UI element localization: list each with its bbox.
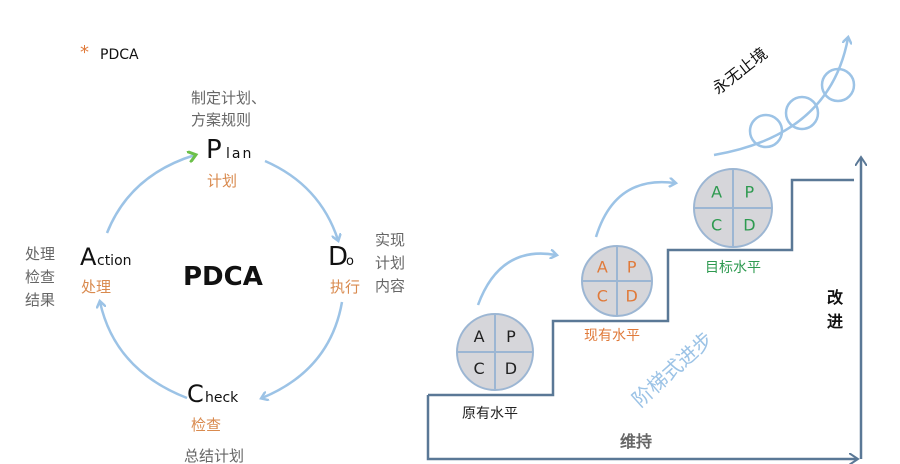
wheel-quadrant: C (473, 359, 484, 378)
rolling-circle-1 (748, 113, 784, 149)
progress-label: 阶梯式进步 (627, 327, 717, 412)
wheel-quadrant: C (711, 215, 722, 234)
wheel-quadrant: A (597, 257, 608, 276)
wheel-quadrant: A (474, 327, 485, 346)
do-desc-2: 计划 (375, 254, 405, 272)
action-desc-3: 结果 (25, 291, 55, 309)
do-cn: 执行 (330, 278, 360, 296)
rolling-circle-3 (820, 67, 856, 103)
action-letter: A (80, 243, 97, 271)
check-desc: 总结计划 (184, 447, 244, 464)
do-word: o (346, 254, 354, 269)
wheel-quadrant: P (506, 327, 516, 346)
action-word: ction (97, 253, 132, 269)
plan-desc-2: 方案规则 (191, 111, 251, 129)
level2-label: 现有水平 (584, 328, 640, 344)
rolling-circle-2 (784, 95, 820, 131)
pdca-wheel-3: A P C D (693, 168, 773, 248)
pdca-wheel-1: A P C D (456, 313, 534, 391)
wheel-quadrant: D (626, 287, 638, 306)
wheel-quadrant: A (711, 183, 722, 202)
improve-label-1: 改 (827, 288, 844, 307)
plan-word: lan (226, 146, 253, 162)
plan-cn: 计划 (207, 172, 237, 190)
arrow-do-to-check (262, 301, 344, 398)
arrow-level1-to-level2 (476, 254, 556, 306)
check-cn: 检查 (191, 416, 221, 434)
wheel-quadrant: P (745, 183, 755, 202)
check-word: heck (205, 390, 239, 406)
check-letter: C (187, 380, 204, 408)
cycle-arrows (100, 155, 344, 400)
arrow-action-to-plan (105, 155, 195, 234)
improve-label-2: 进 (827, 312, 843, 331)
arrow-level2-to-level3 (594, 182, 675, 238)
do-desc-1: 实现 (375, 231, 405, 249)
action-cn: 处理 (81, 278, 111, 296)
level3-label: 目标水平 (705, 260, 761, 276)
center-title: PDCA (183, 262, 263, 292)
arrow-endless (713, 38, 848, 157)
wheel-quadrant: D (505, 359, 517, 378)
maintain-label: 维持 (620, 432, 652, 451)
plan-desc-1: 制定计划、 (191, 89, 266, 107)
endless-label: 永无止境 (709, 44, 771, 98)
plan-letter: P (206, 135, 222, 165)
bullet-asterisk: * (80, 42, 89, 63)
arrow-plan-to-do (264, 159, 338, 240)
do-letter: D (328, 242, 348, 272)
header-title: PDCA (100, 47, 139, 63)
action-desc-1: 处理 (25, 245, 55, 263)
wheel-quadrant: P (627, 257, 637, 276)
do-desc-3: 内容 (375, 277, 405, 295)
wheel-quadrant: C (597, 287, 608, 306)
level1-label: 原有水平 (462, 406, 518, 422)
maintain-axis (426, 395, 857, 459)
action-desc-2: 检查 (25, 268, 55, 286)
wheel-quadrant: D (743, 215, 755, 234)
arrow-check-to-action (100, 302, 188, 400)
staircase-line (428, 178, 854, 397)
